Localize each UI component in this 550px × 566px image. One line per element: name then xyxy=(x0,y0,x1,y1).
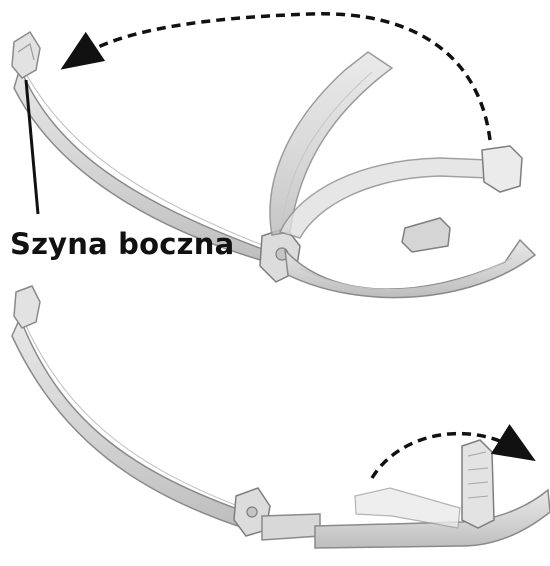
rail-end-cap-bottom xyxy=(14,286,40,328)
rail-clip-top-right xyxy=(482,146,522,192)
bottom-illustration xyxy=(12,286,550,548)
upright-clip-bottom xyxy=(462,440,494,528)
rotate-arrow-icon-bottom xyxy=(372,434,518,478)
inner-arc-rail-top xyxy=(280,158,488,238)
rotate-arrow-icon xyxy=(78,14,490,140)
rail-connector-top xyxy=(402,218,450,252)
straight-rail-bottom xyxy=(262,514,320,540)
side-rail-long-bottom xyxy=(12,318,250,530)
rotating-clip-faded xyxy=(355,488,460,528)
side-rail-label: Szyna boczna xyxy=(10,227,234,261)
raised-rail-top xyxy=(270,52,392,235)
rail-end-cap-top xyxy=(12,32,40,78)
